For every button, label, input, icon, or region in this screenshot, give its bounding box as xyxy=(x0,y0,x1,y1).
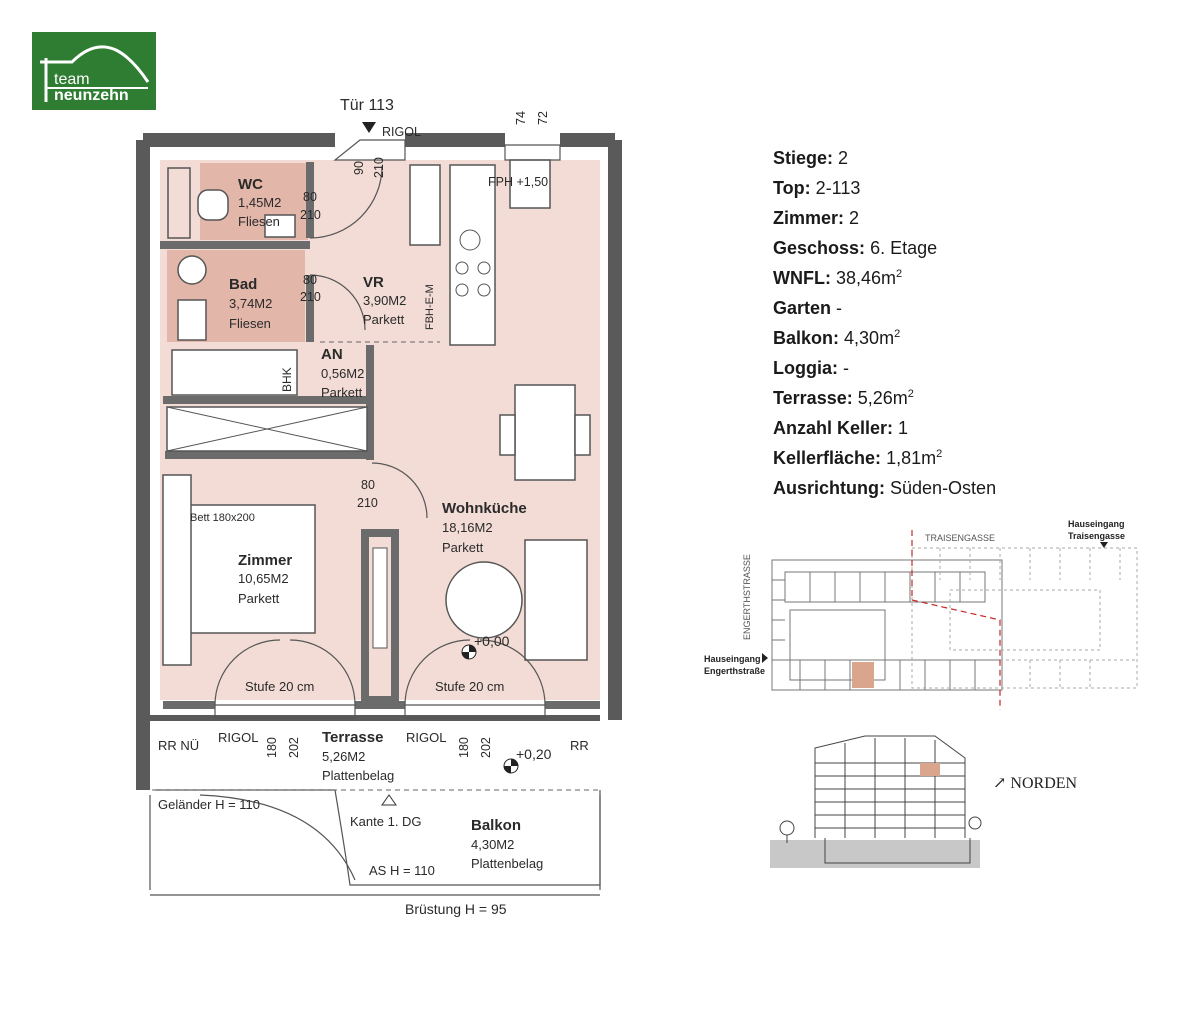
rigol-left: RIGOL xyxy=(218,730,258,745)
info-row-ausrichtung: Ausrichtung: Süden-Osten xyxy=(773,478,997,498)
unit-highlight xyxy=(852,662,874,688)
dim-72: 72 xyxy=(536,111,550,125)
an-floor: Parkett xyxy=(321,385,363,400)
info-row-garten: Garten - xyxy=(773,298,843,318)
stufe-left: Stufe 20 cm xyxy=(245,679,314,694)
engerthstrasse-label: ENGERTHSTRASSE xyxy=(742,554,752,640)
vr-name: VR xyxy=(363,274,384,291)
bed-label: Bett 180x200 xyxy=(190,512,255,524)
kante-label: Kante 1. DG xyxy=(350,814,422,829)
zimmer-door-width: 80 xyxy=(361,478,375,492)
dim-74: 74 xyxy=(514,111,528,125)
zimmer-area: 10,65M2 xyxy=(238,571,289,586)
info-row-zimmer: Zimmer: 2 xyxy=(773,208,860,228)
bad-door-width: 80 xyxy=(303,273,317,287)
info-row-terrasse: Terrasse: 5,26m2 xyxy=(773,388,914,408)
dim-202-a: 202 xyxy=(287,737,301,758)
wohnkueche-floor: Parkett xyxy=(442,540,484,555)
balkon-area: 4,30M2 xyxy=(471,837,514,852)
level-000: +0,00 xyxy=(474,633,510,649)
info-row-balkon: Balkon: 4,30m2 xyxy=(773,328,901,348)
bad-area: 3,74M2 xyxy=(229,296,272,311)
rigol-top: RIGOL xyxy=(382,125,421,139)
dim-202-b: 202 xyxy=(479,737,493,758)
north-label: ↗ NORDEN xyxy=(993,775,1078,792)
info-row-wnfl: WNFL: 38,46m2 xyxy=(773,268,903,288)
wc-door-width: 80 xyxy=(303,190,317,204)
dim-210-top: 210 xyxy=(372,157,386,178)
dim-180-a: 180 xyxy=(265,737,279,758)
entrance-traisen-line2: Traisengasse xyxy=(1068,531,1125,541)
team-neunzehn-logo: team neunzehn xyxy=(32,32,156,110)
entrance-traisen-line1: Hauseingang xyxy=(1068,520,1125,529)
info-row-kellerflaeche: Kellerfläche: 1,81m2 xyxy=(773,448,943,468)
wc-door-height: 210 xyxy=(300,208,321,222)
an-area: 0,56M2 xyxy=(321,366,364,381)
zimmer-floor: Parkett xyxy=(238,591,280,606)
balkon-floor: Plattenbelag xyxy=(471,856,543,871)
fbh-label: FBH-E-M xyxy=(424,284,436,330)
wc-area: 1,45M2 xyxy=(238,195,281,210)
logo-line2: neunzehn xyxy=(54,87,129,104)
dim-90: 90 xyxy=(352,161,366,175)
balkon-name: Balkon xyxy=(471,817,521,834)
site-plan: TRAISENGASSE ENGERTHSTRASSE Hauseingang … xyxy=(704,520,1138,710)
info-row-loggia: Loggia: - xyxy=(773,358,850,378)
info-row-stiege: Stiege: 2 xyxy=(773,148,849,168)
dim-180-b: 180 xyxy=(457,737,471,758)
level-020: +0,20 xyxy=(516,746,552,762)
bad-name: Bad xyxy=(229,276,257,293)
stufe-right: Stufe 20 cm xyxy=(435,679,504,694)
info-row-top: Top: 2-113 xyxy=(773,178,861,198)
terrasse-area: 5,26M2 xyxy=(322,749,365,764)
terrasse-floor: Plattenbelag xyxy=(322,768,394,783)
zimmer-name: Zimmer xyxy=(238,552,292,569)
door-label: Tür 113 xyxy=(340,97,394,114)
traisengasse-label: TRAISENGASSE xyxy=(925,533,995,543)
bruestung-label: Brüstung H = 95 xyxy=(405,901,507,917)
logo-line1: team xyxy=(54,71,90,88)
rr-nu-label: RR NÜ xyxy=(158,738,199,753)
vr-area: 3,90M2 xyxy=(363,293,406,308)
info-row-anzahl-keller: Anzahl Keller: 1 xyxy=(773,418,909,438)
rr-label: RR xyxy=(570,738,589,753)
zimmer-door-height: 210 xyxy=(357,496,378,510)
an-name: AN xyxy=(321,346,343,363)
as-h-label: AS H = 110 xyxy=(369,863,435,878)
building-section: ↗ NORDEN xyxy=(770,735,1078,868)
info-row-geschoss: Geschoss: 6. Etage xyxy=(773,238,938,258)
terrasse-name: Terrasse xyxy=(322,729,383,746)
fph-label: FPH +1,50 xyxy=(488,175,548,189)
wohnkueche-area: 18,16M2 xyxy=(442,520,493,535)
unit-info: Stiege: 2 Top: 2-113 Zimmer: 2 Geschoss:… xyxy=(773,143,1093,503)
gelaender-label: Geländer H = 110 xyxy=(158,797,260,812)
floor-plan: Tür 113 RIGOL 74 72 90 210 FPH +1,50 FBH… xyxy=(136,97,622,917)
entrance-enger-line1: Hauseingang xyxy=(704,654,761,664)
wc-name: WC xyxy=(238,176,263,193)
wohnkueche-name: Wohnküche xyxy=(442,500,527,517)
entrance-enger-line2: Engerthstraße xyxy=(704,666,765,676)
bad-door-height: 210 xyxy=(300,290,321,304)
vr-floor: Parkett xyxy=(363,312,405,327)
bad-floor: Fliesen xyxy=(229,316,271,331)
bhk-label: BHK xyxy=(280,367,294,392)
rigol-right: RIGOL xyxy=(406,730,446,745)
wc-floor: Fliesen xyxy=(238,214,280,229)
